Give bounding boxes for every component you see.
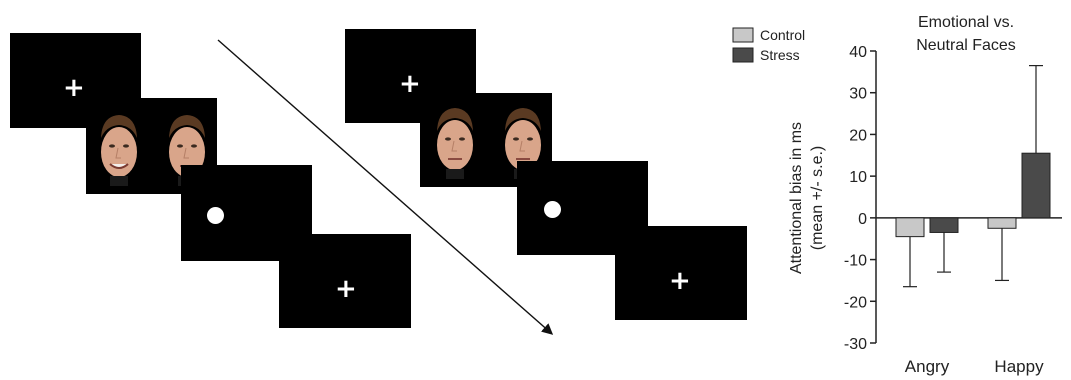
legend-label-control: Control	[760, 27, 805, 43]
legend-swatch-control	[733, 28, 753, 42]
chart-title-line-2: Neutral Faces	[916, 37, 1016, 54]
y-tick-label: 0	[858, 211, 867, 228]
x-category-label: Angry	[905, 357, 950, 376]
y-tick-label: 20	[849, 127, 867, 144]
y-axis-label-line-2: (mean +/- s.e.)	[809, 146, 826, 250]
y-axis-label: Attentional bias in ms	[788, 122, 805, 274]
legend-label-stress: Stress	[760, 47, 800, 63]
y-tick-label: 30	[849, 86, 867, 103]
chart-legend: Control Stress	[733, 27, 805, 63]
bar-control-angry	[896, 218, 924, 237]
bar-control-happy	[988, 218, 1016, 228]
bar-stress-angry	[930, 218, 958, 233]
y-tick-label: -30	[844, 336, 867, 353]
chart-title-line-1: Emotional vs.	[918, 14, 1014, 31]
bar-stress-happy	[1022, 153, 1050, 218]
legend-swatch-stress	[733, 48, 753, 62]
x-category-label: Happy	[994, 357, 1044, 376]
y-tick-label: -20	[844, 294, 867, 311]
y-tick-label: 10	[849, 169, 867, 186]
y-tick-label: -10	[844, 253, 867, 270]
y-tick-label: 40	[849, 44, 867, 61]
